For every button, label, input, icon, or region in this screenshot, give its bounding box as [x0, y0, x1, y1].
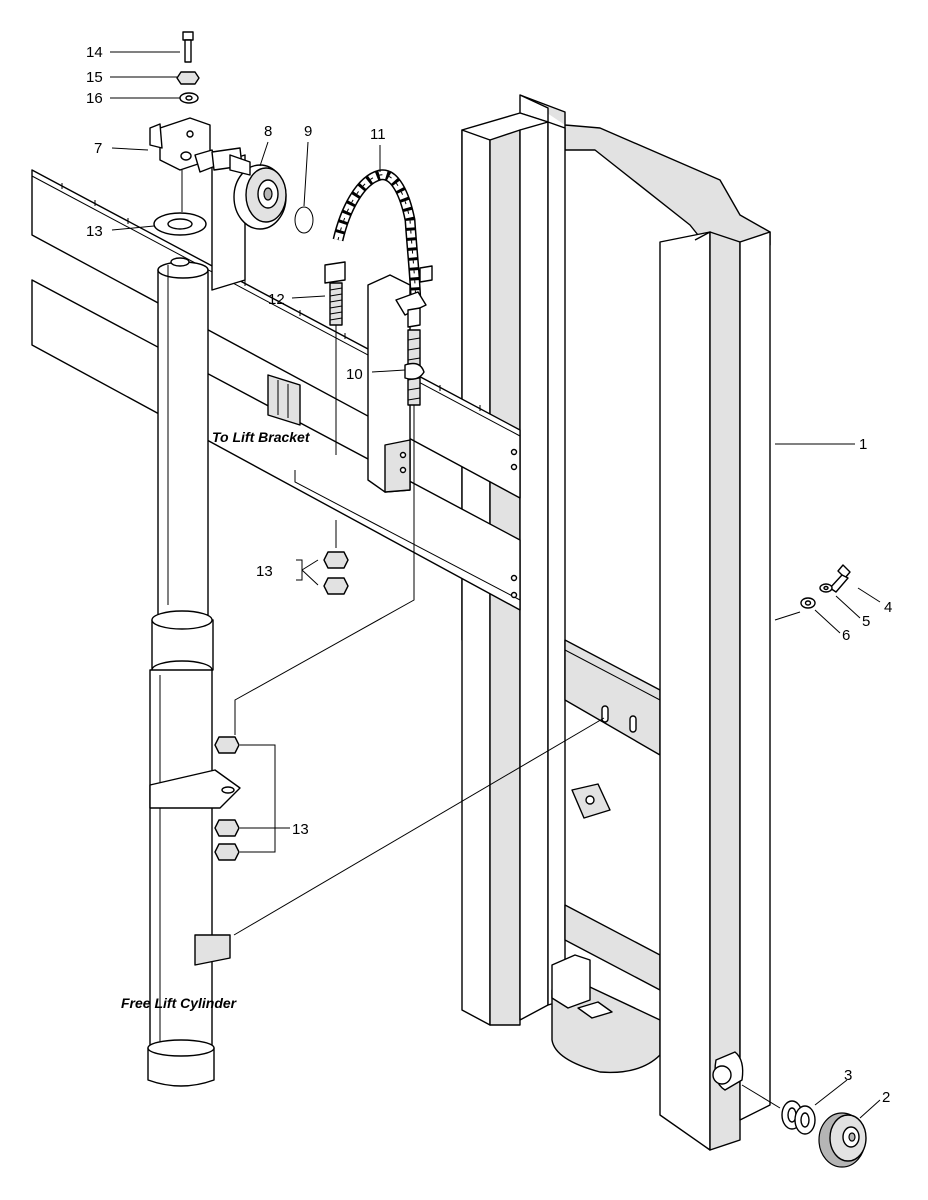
mast-assembly [461, 94, 771, 1151]
leader-lines [110, 51, 881, 1119]
callout-17: 16 [86, 90, 103, 107]
callout-1: 1 [859, 436, 867, 453]
callout-11: 11 [370, 126, 386, 143]
callout-16: 15 [86, 69, 103, 86]
callout-6: 6 [842, 627, 850, 644]
callout-3: 3 [844, 1067, 852, 1084]
callout-5: 5 [862, 613, 870, 630]
callout-labels: 14 15 16 7 13 8 9 11 12 10 13 13 1 4 5 6… [86, 44, 892, 1106]
roller-hardware [781, 564, 867, 1168]
callout-9: 9 [304, 123, 312, 140]
sheave-hardware [149, 31, 314, 236]
callout-2: 2 [882, 1089, 890, 1106]
callout-13-lower: 13 [292, 821, 309, 838]
free-lift-cylinder [147, 257, 241, 1087]
callout-4: 4 [884, 599, 892, 616]
callout-14: 13 [86, 223, 103, 240]
nuts [214, 520, 349, 861]
callout-13-upper: 13 [256, 563, 273, 580]
annotations: To Lift Bracket Free Lift Cylinder [121, 429, 311, 1011]
callout-15: 14 [86, 44, 103, 61]
note-to-lift-bracket: To Lift Bracket [212, 429, 311, 445]
lift-bracket-bars [31, 154, 521, 611]
lift-chain-assembly [324, 169, 433, 440]
note-free-lift-cylinder: Free Lift Cylinder [121, 995, 238, 1011]
callout-7: 7 [94, 140, 102, 157]
callout-12: 12 [268, 291, 285, 308]
callout-8: 8 [264, 123, 272, 140]
callout-10: 10 [346, 366, 363, 383]
